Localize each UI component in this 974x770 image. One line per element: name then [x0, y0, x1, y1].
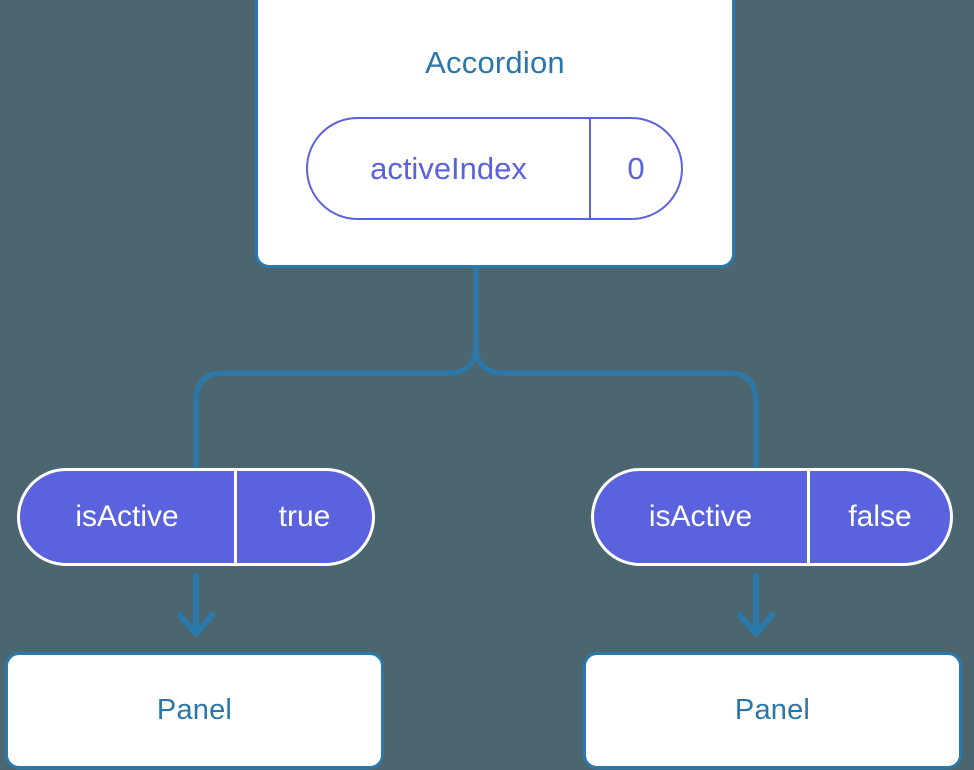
tree-connector-path-right: [473, 265, 759, 473]
prop-pill-key: isActive: [75, 500, 179, 533]
accordion-title: Accordion: [425, 45, 565, 80]
prop-pill-is-active-true[interactable]: isActive true: [17, 468, 375, 566]
panel-title: Panel: [734, 694, 811, 726]
arrow-down-icon-left: [177, 573, 215, 637]
tree-connector-path: [193, 265, 479, 473]
prop-pill-value: false: [807, 471, 950, 563]
state-pill-value: 0: [589, 119, 681, 218]
state-pill-active-index[interactable]: activeIndex 0: [306, 117, 683, 220]
prop-pill-is-active-false[interactable]: isActive false: [591, 468, 953, 566]
prop-pill-key: isActive: [648, 500, 753, 533]
state-pill-key: activeIndex: [370, 150, 527, 186]
panel-title: Panel: [156, 694, 233, 726]
arrow-down-icon-right: [737, 573, 775, 637]
prop-pill-value: true: [234, 471, 372, 563]
panel-component-node-right[interactable]: Panel: [583, 652, 962, 769]
panel-component-node-left[interactable]: Panel: [5, 652, 384, 769]
